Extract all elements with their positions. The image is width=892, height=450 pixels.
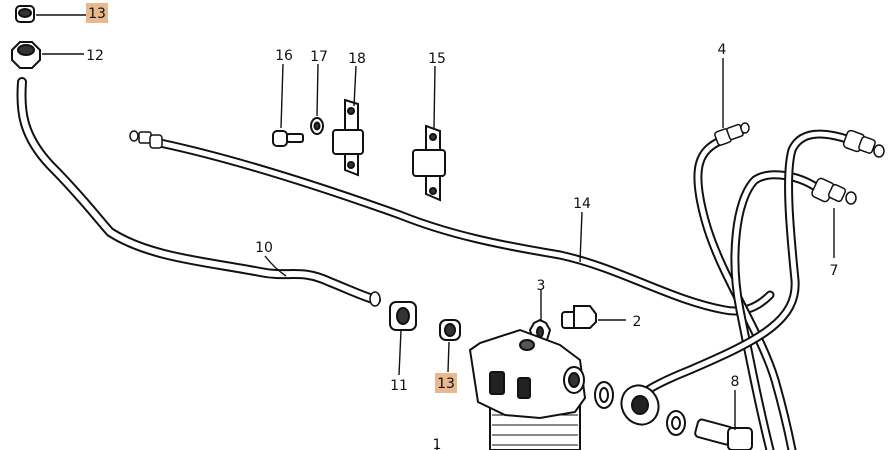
callout-label: 12: [86, 48, 104, 64]
callout-highlight: [86, 3, 108, 23]
callout-c16: 16: [275, 48, 293, 64]
banjo-fitting: [620, 384, 660, 426]
callout-c2: 2: [633, 314, 642, 330]
callout-c1: 1: [433, 437, 442, 450]
leader-lines: [36, 14, 835, 450]
callout-c15: 15: [428, 51, 446, 67]
callout-c13b: 13: [435, 373, 457, 393]
olive-13-lower-icon: [439, 319, 461, 341]
callout-c12: 12: [86, 48, 104, 64]
callout-label: 4: [718, 42, 727, 58]
callout-c14: 14: [573, 196, 591, 212]
callout-label: 14: [573, 196, 591, 212]
union-nut-12-icon: [11, 41, 41, 69]
union-nut-11-icon: [389, 301, 417, 331]
pipe-14: [129, 130, 775, 316]
callout-label: 13: [88, 6, 106, 22]
callout-c18: 18: [348, 51, 366, 67]
callout-label: 18: [348, 51, 366, 67]
callout-c13a: 13: [86, 3, 108, 23]
clip-15-icon: [412, 124, 446, 202]
callout-label: 13: [437, 376, 455, 392]
olive-13-top-icon: [15, 5, 35, 23]
callout-highlight: [435, 373, 457, 393]
pipe-10: [16, 77, 381, 307]
pipe-7: [730, 170, 857, 450]
pump-body-1-icon: [468, 328, 587, 450]
callout-label: 15: [428, 51, 446, 67]
callout-labels: 13 12 16 17 18 15 4 14 10 7 3 2 11 13 8 1: [86, 3, 838, 450]
bolt-2-icon: [561, 305, 597, 329]
callout-label: 2: [633, 314, 642, 330]
washer-icon: [594, 381, 686, 436]
callout-label: 17: [310, 49, 328, 65]
callout-c4: 4: [718, 42, 727, 58]
callout-label: 8: [731, 374, 740, 390]
pipe-upper-right: [640, 129, 885, 397]
callout-c17: 17: [310, 49, 328, 65]
callout-label: 16: [275, 48, 293, 64]
callout-label: 1: [433, 437, 442, 450]
callout-label: 3: [537, 278, 546, 294]
bolt-8-icon: [694, 418, 753, 450]
callout-label: 7: [830, 263, 839, 279]
callout-c7: 7: [830, 263, 839, 279]
callout-c11: 11: [390, 378, 408, 394]
callout-c8: 8: [731, 374, 740, 390]
callout-label: 10: [255, 240, 273, 256]
clip-18-icon: [332, 98, 364, 177]
bolt-16-icon: [272, 130, 304, 147]
callout-label: 11: [390, 378, 408, 394]
callout-c3: 3: [537, 278, 546, 294]
washer-17-icon: [310, 117, 324, 135]
callout-c10: 10: [255, 240, 273, 256]
